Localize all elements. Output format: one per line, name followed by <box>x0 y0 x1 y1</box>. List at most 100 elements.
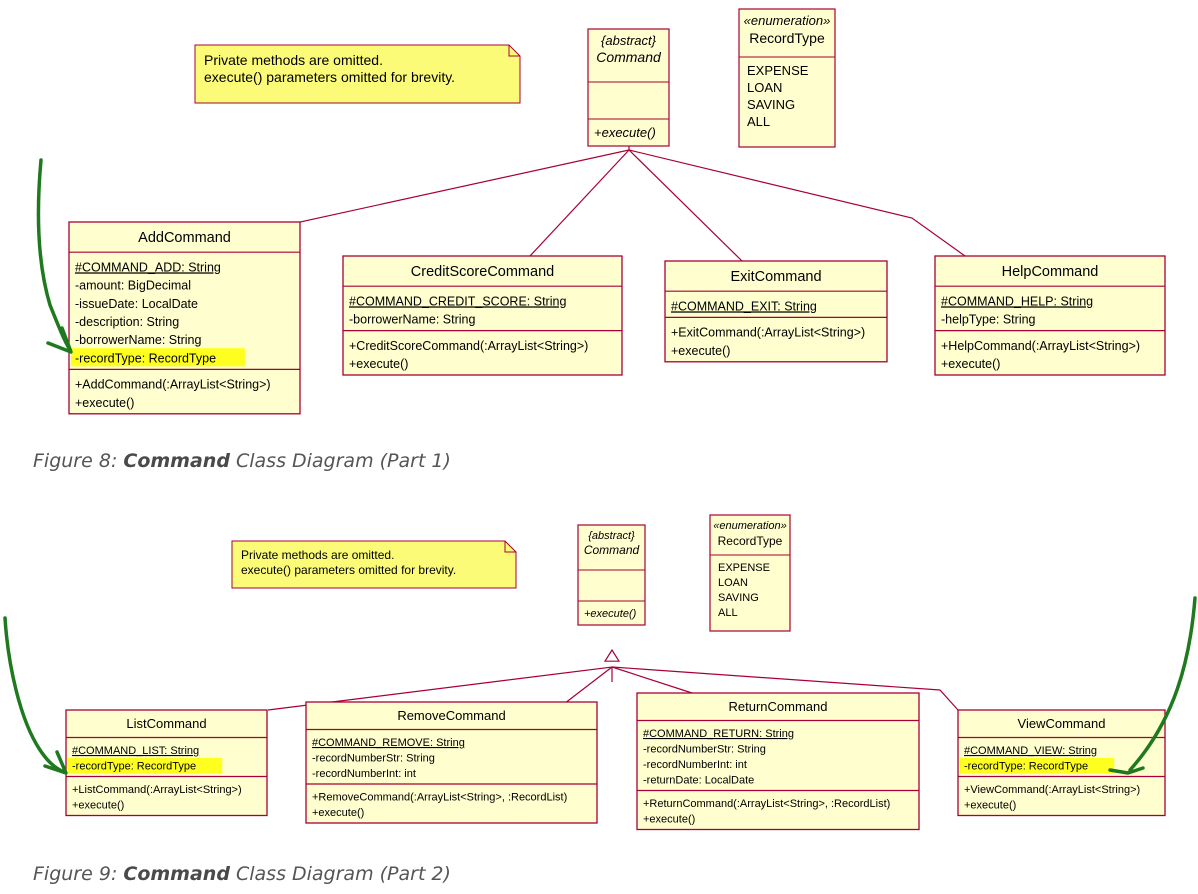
class-name: Command <box>584 543 640 557</box>
class-name: ReturnCommand <box>729 699 828 714</box>
note-shape <box>231 540 517 589</box>
static-field: #COMMAND_REMOVE: String <box>312 737 465 749</box>
field-label: -description: String <box>75 315 179 329</box>
fig1-class-addcommand: AddCommand#COMMAND_ADD: String-amount: B… <box>68 221 301 415</box>
note-line: Private methods are omitted. <box>204 52 383 68</box>
fig2-caption: Figure 9: Command Class Diagram (Part 2) <box>33 863 451 885</box>
class-box <box>342 255 623 376</box>
fig2-note: Private methods are omitted.execute() pa… <box>231 540 517 589</box>
inheritance-line <box>628 149 743 262</box>
method-label: +execute() <box>671 344 730 358</box>
method-label: +execute() <box>72 800 124 812</box>
field-label: -issueDate: LocalDate <box>75 297 198 311</box>
annotation-arrow-head <box>1108 766 1145 775</box>
field-label: -recordNumberStr: String <box>312 753 435 765</box>
method-label: +AddCommand(:ArrayList<String>) <box>75 378 271 392</box>
enum-value: LOAN <box>718 577 748 589</box>
inheritance-line <box>628 149 966 257</box>
method-label: +execute() <box>941 357 1000 371</box>
fig1-class-creditscorecommand: CreditScoreCommand #COMMAND_CREDIT_SCORE:… <box>342 255 623 376</box>
enum-value: SAVING <box>747 97 795 112</box>
fig2-class-returncommand: ReturnCommand #COMMAND_RETURN: String -rec… <box>636 692 920 831</box>
fig1-note: Private methods are omitted.execute() pa… <box>194 44 521 104</box>
note-line: Private methods are omitted. <box>241 548 394 562</box>
class-name: RemoveCommand <box>397 708 505 723</box>
field-label: -recordType: RecordType <box>964 761 1088 773</box>
note-line: execute() parameters omitted for brevity… <box>241 563 456 577</box>
class-name: Command <box>596 49 662 65</box>
class-box <box>68 221 301 415</box>
note-shape <box>194 44 521 104</box>
static-field: #COMMAND_LIST: String <box>72 745 199 757</box>
fig2-class-listcommand: ListCommand #COMMAND_LIST: String -recordT… <box>65 709 268 817</box>
inheritance-line <box>295 140 630 227</box>
method-label: +execute() <box>964 800 1016 812</box>
static-field: #COMMAND_CREDIT_SCORE: String <box>349 294 566 308</box>
enum-value: ALL <box>718 607 738 619</box>
method-label: +execute() <box>584 608 637 620</box>
fig2-inheritance <box>267 648 959 731</box>
static-field: #COMMAND_EXIT: String <box>671 299 817 313</box>
method-label: +CreditScoreCommand(:ArrayList<String>) <box>349 339 588 353</box>
enum-name: RecordType <box>749 30 825 46</box>
inheritance-line <box>611 666 693 694</box>
method-label: +execute() <box>75 396 134 410</box>
stereotype-label: «enumeration» <box>713 520 786 532</box>
fig1-enum-recordtype: «enumeration»RecordTypeEXPENSELOANSAVING… <box>738 8 836 148</box>
enum-value: EXPENSE <box>747 63 809 78</box>
class-box <box>934 255 1166 376</box>
method-label: +execute() <box>312 807 364 819</box>
class-name: HelpCommand <box>1002 264 1099 280</box>
class-box <box>636 692 920 831</box>
fig2-abstract-command: {abstract}Command +execute() <box>577 524 646 626</box>
method-label: +execute() <box>594 125 656 140</box>
static-field: #COMMAND_HELP: String <box>941 294 1093 308</box>
enum-value: ALL <box>747 114 770 129</box>
fig1-class-exitcommand: ExitCommand#COMMAND_EXIT: String+ExitCom… <box>664 260 888 363</box>
highlight-marker <box>71 348 245 367</box>
method-label: +RemoveCommand(:ArrayList<String>, :Reco… <box>312 792 567 804</box>
field-label: -helpType: String <box>941 313 1036 327</box>
method-label: +ExitCommand(:ArrayList<String>) <box>671 326 865 340</box>
field-label: -borrowerName: String <box>75 333 201 347</box>
class-name: ListCommand <box>126 716 206 731</box>
class-name: CreditScoreCommand <box>411 264 554 280</box>
note-fold <box>504 541 516 553</box>
annotation-arrow-stroke <box>1128 596 1197 772</box>
class-box <box>709 514 791 632</box>
field-label: -recordType: RecordType <box>72 761 196 773</box>
class-box <box>664 260 888 363</box>
class-box <box>305 701 598 824</box>
field-label: -recordType: RecordType <box>75 351 216 365</box>
fig1-caption: Figure 8: Command Class Diagram (Part 1) <box>33 450 451 472</box>
note-line: execute() parameters omitted for brevity… <box>204 69 455 85</box>
field-label: -returnDate: LocalDate <box>643 775 754 787</box>
class-name: AddCommand <box>138 230 231 246</box>
fig1-green-arrow <box>36 158 73 354</box>
enum-value: EXPENSE <box>718 562 770 574</box>
stereotype-label: «enumeration» <box>744 13 831 28</box>
method-label: +ViewCommand(:ArrayList<String>) <box>964 784 1140 796</box>
static-field: #COMMAND_ADD: String <box>75 260 221 274</box>
fig1-class-helpcommand: HelpCommand #COMMAND_HELP: String -helpTyp… <box>934 255 1166 376</box>
field-label: -recordNumberStr: String <box>643 744 766 756</box>
annotation-arrow-stroke <box>3 616 66 774</box>
static-field: #COMMAND_RETURN: String <box>643 728 794 740</box>
highlight-marker <box>68 758 223 774</box>
method-label: +execute() <box>349 357 408 371</box>
note-fold <box>508 45 520 57</box>
method-label: +HelpCommand(:ArrayList<String>) <box>941 339 1140 353</box>
fig2-class-viewcommand: ViewCommand#COMMAND_VIEW: String-recordT… <box>957 709 1166 817</box>
method-label: +ReturnCommand(:ArrayList<String>, :Reco… <box>643 798 890 810</box>
annotation-arrow-stroke <box>36 158 72 352</box>
inheritance-line <box>611 666 959 711</box>
inheritance-line <box>529 149 630 257</box>
class-box <box>738 8 836 148</box>
fig2-class-removecommand: RemoveCommand #COMMAND_REMOVE: String -rec… <box>305 701 598 824</box>
class-name: ViewCommand <box>1018 716 1106 731</box>
inheritance-arrowhead <box>603 648 621 662</box>
fig2-green-arrow-left <box>3 616 68 775</box>
annotation-arrow-head <box>46 326 73 354</box>
stereotype-label: {abstract} <box>588 530 635 542</box>
